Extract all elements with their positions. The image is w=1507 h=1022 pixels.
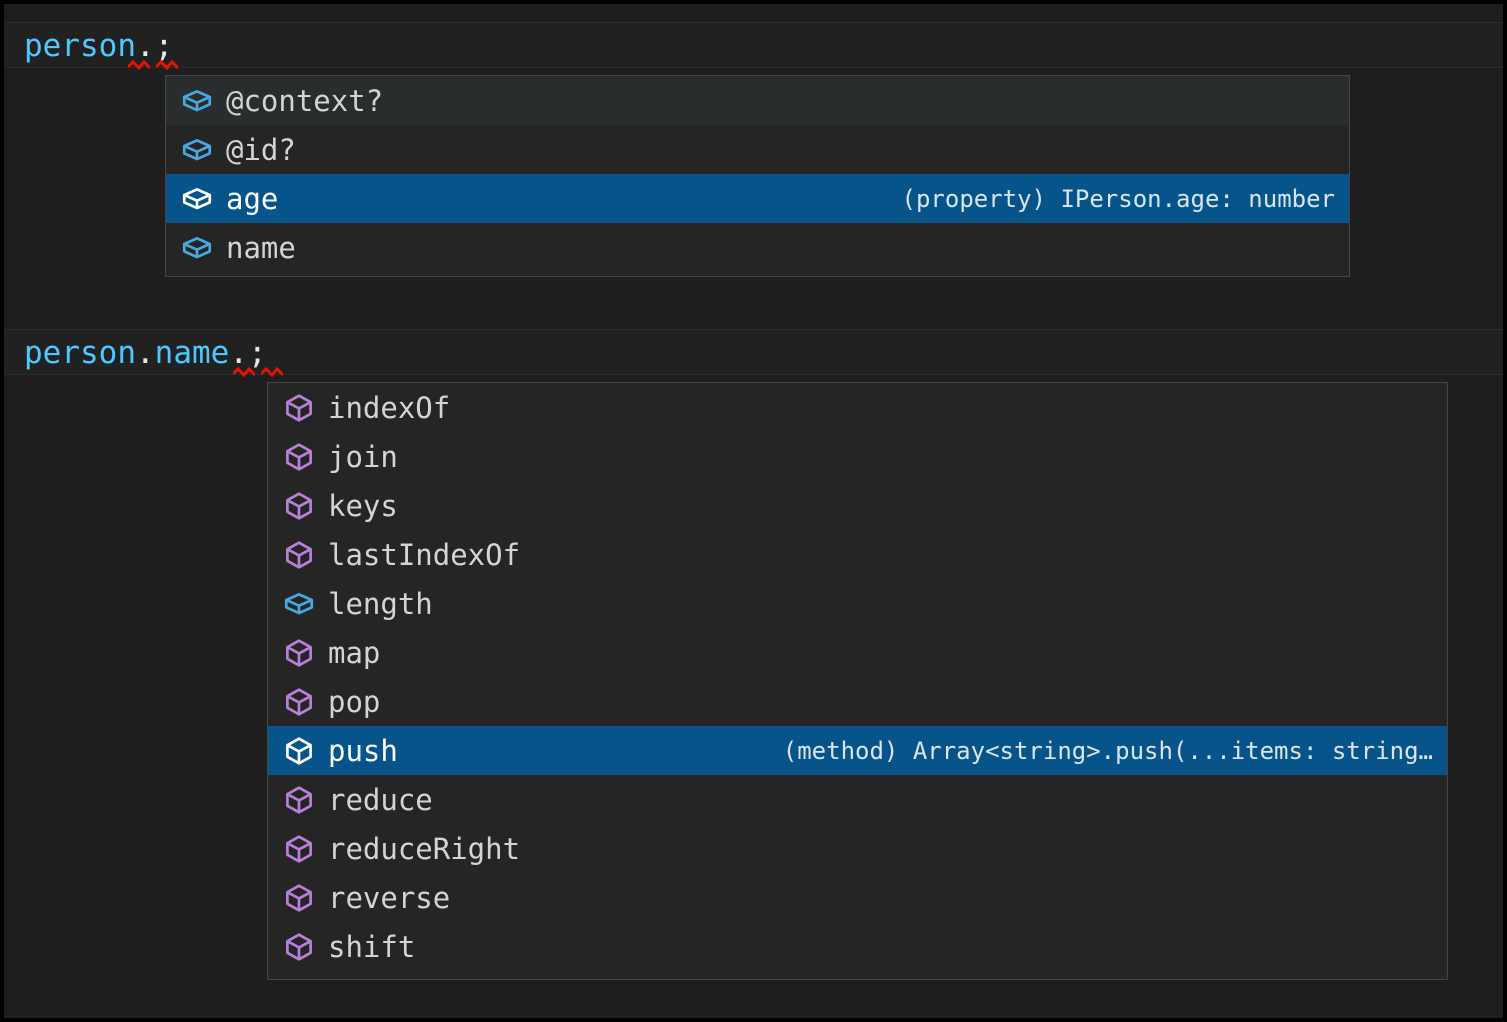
property-cube-icon — [182, 236, 212, 258]
suggest-item-push[interactable]: push (method) Array<string>.push(...item… — [268, 726, 1447, 775]
method-cube-icon — [286, 785, 312, 814]
error-squiggle-2b — [261, 367, 283, 377]
code-line-2-text: person.name.; — [24, 334, 267, 372]
suggest-item-reverse[interactable]: reverse — [268, 873, 1447, 922]
suggest-item-name[interactable]: name — [166, 223, 1349, 272]
suggest-item-id[interactable]: @id? — [166, 125, 1349, 174]
method-cube-icon — [286, 834, 312, 863]
suggest-item-label: @id? — [226, 132, 296, 167]
suggest-item-detail: (property) IPerson.age: number — [901, 184, 1335, 213]
suggest-item-label: indexOf — [328, 390, 451, 425]
suggest-item-label: push — [328, 733, 398, 768]
method-cube-icon — [286, 883, 312, 912]
suggest-item-label: map — [328, 635, 381, 670]
property-cube-icon — [182, 187, 212, 209]
code-semicolon: ; — [247, 335, 267, 371]
error-squiggle-2a — [233, 367, 255, 377]
suggest-item-label: length — [328, 586, 433, 621]
suggest-item-label: pop — [328, 684, 381, 719]
suggest-item-label: reverse — [328, 880, 451, 915]
method-cube-icon — [286, 687, 312, 716]
code-line-person[interactable]: person.; — [4, 22, 1503, 70]
code-line-person-name[interactable]: person.name.; — [4, 329, 1503, 377]
suggest-item-length[interactable]: length — [268, 579, 1447, 628]
error-squiggle-1b — [156, 60, 178, 70]
method-cube-icon — [286, 932, 312, 961]
code-identifier-person: person — [24, 28, 136, 64]
suggest-item-label: shift — [328, 929, 416, 964]
suggest-item-age[interactable]: age (property) IPerson.age: number — [166, 174, 1349, 223]
suggest-item-label: reduceRight — [328, 831, 521, 866]
method-cube-icon — [286, 491, 312, 520]
suggest-item-label: name — [226, 230, 296, 265]
code-identifier-person: person — [24, 335, 136, 371]
error-squiggle-1a — [128, 60, 150, 70]
code-dot: . — [135, 335, 155, 371]
editor-surface: person.; @context? — [4, 4, 1503, 1018]
suggest-item-label: lastIndexOf — [328, 537, 521, 572]
suggest-item-label: age — [226, 181, 279, 216]
suggest-item-pop[interactable]: pop — [268, 677, 1447, 726]
suggest-item-reduce[interactable]: reduce — [268, 775, 1447, 824]
suggest-item-detail: (method) Array<string>.push(...items: st… — [782, 736, 1433, 765]
code-dot-2: . — [229, 335, 248, 371]
method-cube-icon — [286, 442, 312, 471]
suggest-item-label: @context? — [226, 83, 384, 118]
suggest-item-reduceright[interactable]: reduceRight — [268, 824, 1447, 873]
property-cube-icon — [284, 592, 314, 614]
property-cube-icon — [182, 89, 212, 111]
property-cube-icon — [182, 138, 212, 160]
suggest-item-label: reduce — [328, 782, 433, 817]
code-semicolon: ; — [154, 28, 174, 64]
method-cube-icon — [286, 736, 312, 765]
suggest-item-lastindexof[interactable]: lastIndexOf — [268, 530, 1447, 579]
suggest-widget-1[interactable]: @context? @id? — [165, 75, 1350, 277]
suggest-item-keys[interactable]: keys — [268, 481, 1447, 530]
suggest-item-map[interactable]: map — [268, 628, 1447, 677]
suggest-item-label: join — [328, 439, 398, 474]
code-line-1-text: person.; — [24, 27, 173, 65]
method-cube-icon — [286, 393, 312, 422]
suggest-item-label: keys — [328, 488, 398, 523]
suggest-widget-2[interactable]: indexOf join — [267, 382, 1448, 980]
suggest-item-shift[interactable]: shift — [268, 922, 1447, 971]
code-dot: . — [135, 28, 155, 64]
method-cube-icon — [286, 638, 312, 667]
code-member-name: name — [154, 335, 230, 371]
method-cube-icon — [286, 540, 312, 569]
suggest-item-join[interactable]: join — [268, 432, 1447, 481]
suggest-item-indexof[interactable]: indexOf — [268, 383, 1447, 432]
suggest-item-context[interactable]: @context? — [166, 76, 1349, 125]
